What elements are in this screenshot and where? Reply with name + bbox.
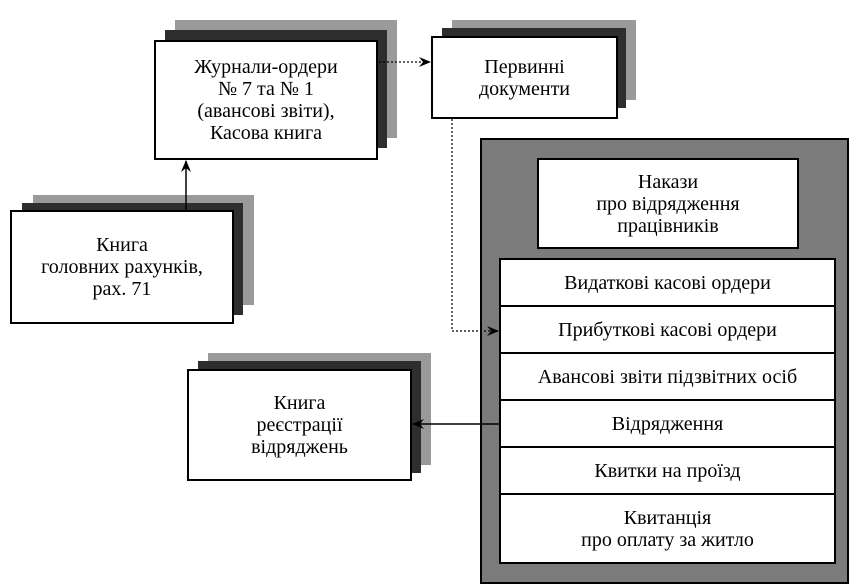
- document-row: Відрядження: [499, 399, 836, 448]
- document-row: Квитанція про оплату за житло: [499, 493, 836, 564]
- orders-box: Накази про відрядження працівників: [537, 158, 799, 249]
- document-row-label: Прибуткові касові ордери: [558, 318, 777, 341]
- primary-documents-box: Первинні документи: [431, 36, 618, 119]
- trip-register-label: Книга реєстрації відряджень: [251, 392, 348, 458]
- document-row-label: Видаткові касові ордери: [564, 271, 771, 294]
- document-row-label: Квитки на проїзд: [594, 459, 741, 482]
- primary-documents-label: Первинні документи: [478, 55, 571, 100]
- journals-orders-label: Журнали-ордери № 7 та № 1 (авансові звіт…: [194, 56, 338, 144]
- document-row: Прибуткові касові ордери: [499, 305, 836, 354]
- document-row-label: Авансові звіти підзвітних осіб: [537, 365, 798, 388]
- journals-orders-box: Журнали-ордери № 7 та № 1 (авансові звіт…: [154, 40, 378, 160]
- primary-to-receipts-arrow: [451, 119, 499, 336]
- general-ledger-label: Книга головних рахунків, рах. 71: [41, 234, 203, 300]
- orders-label: Накази про відрядження працівників: [596, 170, 740, 237]
- document-row-label: Відрядження: [611, 412, 724, 435]
- document-row-label: Квитанція про оплату за житло: [581, 506, 754, 551]
- document-row: Видаткові касові ордери: [499, 258, 836, 307]
- trip-register-box: Книга реєстрації відряджень: [187, 369, 412, 481]
- general-ledger-box: Книга головних рахунків, рах. 71: [10, 210, 234, 324]
